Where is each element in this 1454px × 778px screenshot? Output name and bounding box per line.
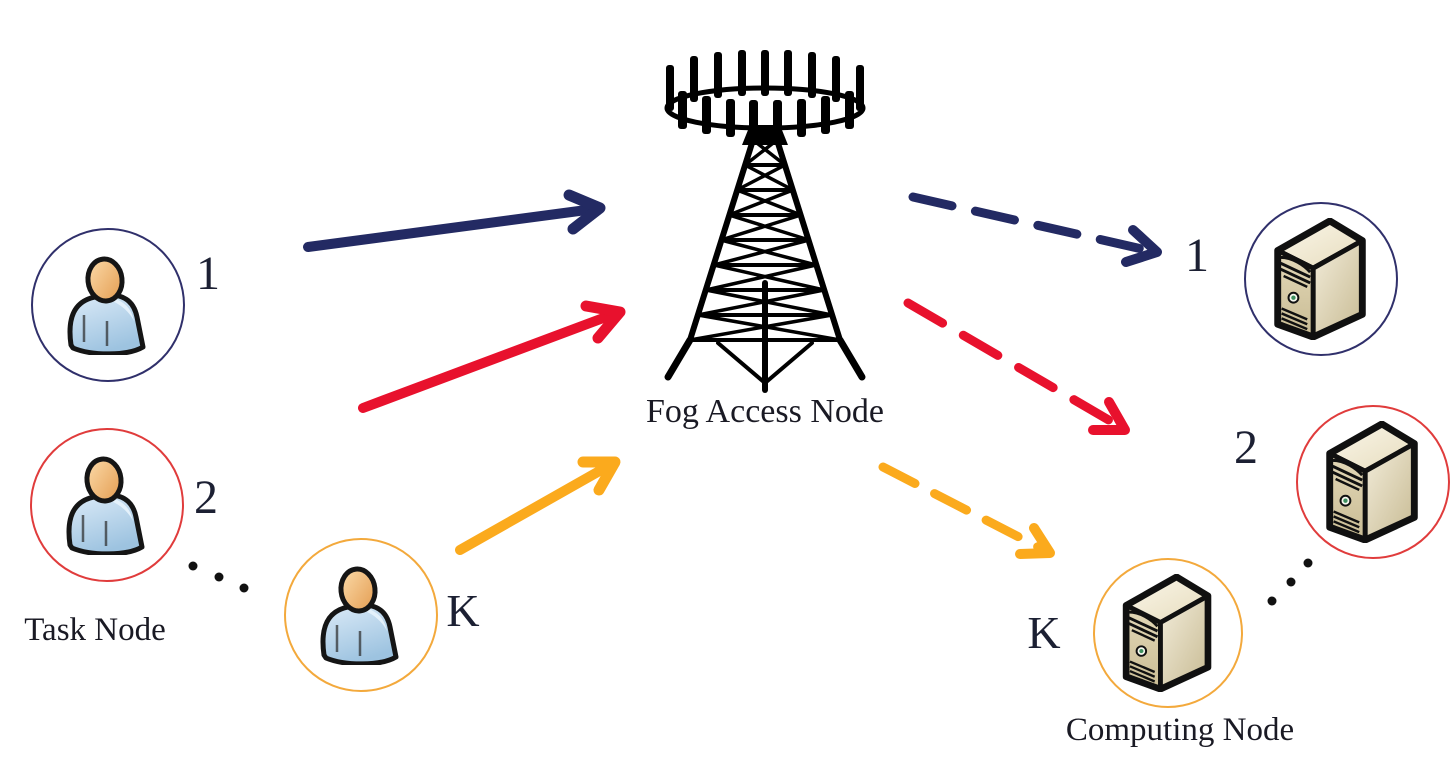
- downlink-arrow-node1: [908, 192, 1162, 267]
- fog-node-caption: Fog Access Node: [646, 393, 884, 430]
- server-icon: [1122, 574, 1214, 692]
- antenna-ring: [664, 50, 866, 145]
- task-node-1: [31, 228, 185, 382]
- computing-node-2: [1296, 405, 1450, 559]
- uplink-arrow-node2: [358, 300, 626, 413]
- computing-group-caption: Computing Node: [1065, 712, 1295, 748]
- server-icon: [1273, 218, 1369, 340]
- fog-tower-icon: [664, 50, 866, 393]
- task-node-2: [30, 428, 184, 582]
- person-icon: [311, 565, 411, 665]
- task-node-2-label: 2: [194, 471, 218, 524]
- task-group-caption: Task Node: [24, 612, 166, 648]
- person-icon: [58, 255, 158, 355]
- computing-node-k: [1093, 558, 1243, 708]
- computing-node-1-label: 1: [1185, 229, 1209, 282]
- downlink-arrow-node2: [903, 298, 1130, 435]
- lattice-mast: [664, 137, 866, 393]
- server-icon: [1325, 421, 1421, 543]
- computing-node-2-label: 2: [1234, 421, 1258, 474]
- task-node-k: [284, 538, 438, 692]
- task-node-k-label: K: [446, 585, 480, 636]
- downlink-arrow-nodek: [878, 462, 1055, 559]
- person-icon: [57, 455, 157, 555]
- computing-node-1: [1244, 202, 1398, 356]
- uplink-arrow-node1: [303, 189, 606, 252]
- uplink-arrow-nodek: [455, 456, 621, 555]
- task-node-1-label: 1: [196, 247, 220, 300]
- ellipsis-dots-right: [1267, 558, 1313, 606]
- ellipsis-dots-left: [188, 561, 249, 593]
- computing-node-k-label: K: [1027, 607, 1061, 658]
